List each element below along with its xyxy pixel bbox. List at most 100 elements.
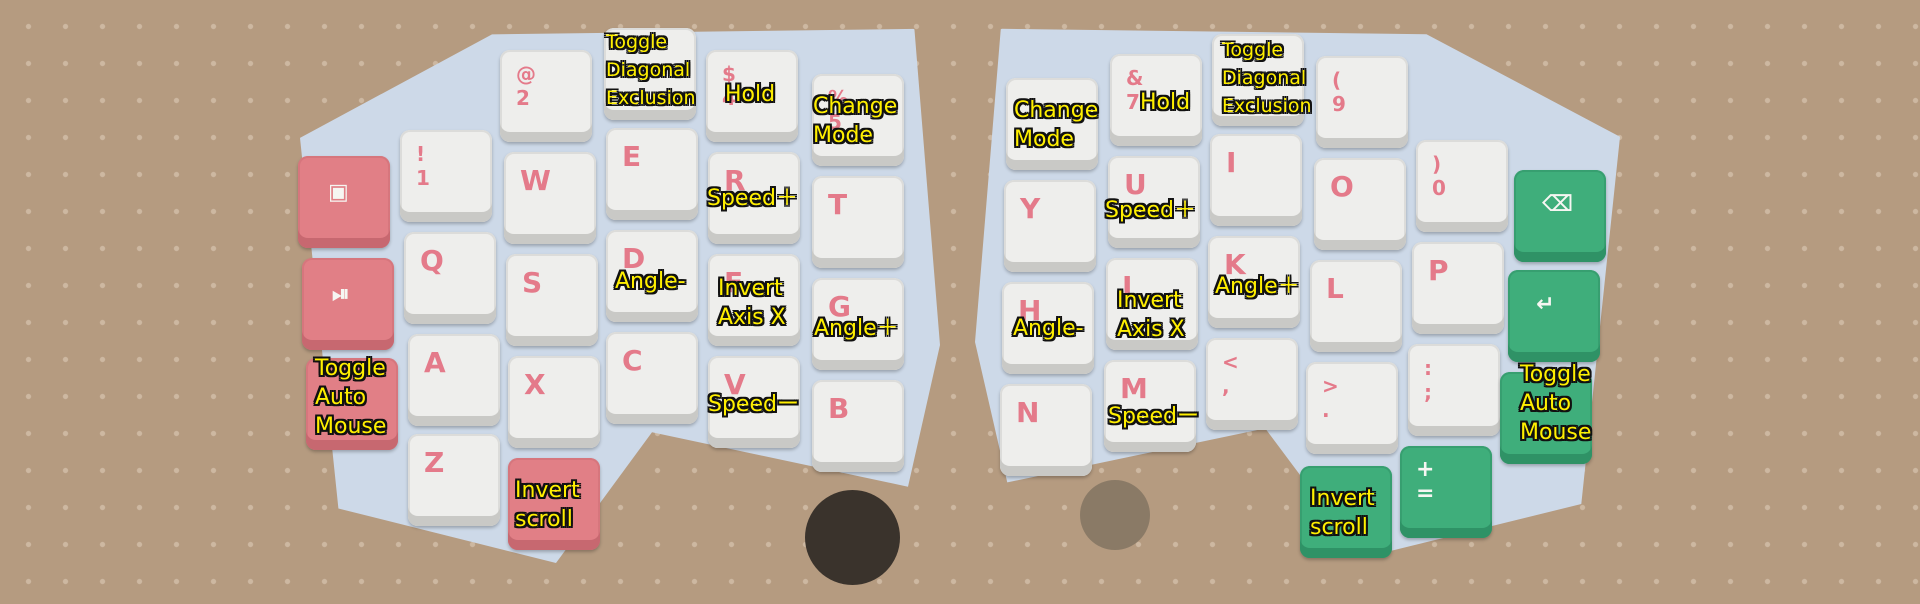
key-legend: $ 4 (722, 62, 736, 110)
key-left-e: E (606, 128, 698, 220)
key-right-comma: < , (1206, 338, 1298, 430)
key-legend: D (622, 242, 646, 275)
key-left-d: D (606, 230, 698, 322)
key-legend: E (622, 140, 642, 173)
key-right-j: J (1106, 258, 1198, 350)
key-legend: ) 0 (1432, 152, 1446, 200)
key-legend: S (522, 266, 543, 299)
key-left-a: A (408, 334, 500, 426)
key-left-5: % 5 (812, 74, 904, 166)
key-left-v: V (708, 356, 800, 448)
key-right-invert-scroll (1300, 466, 1392, 558)
label-change-mode: Change Mode (1014, 98, 1099, 152)
key-legend: ! 1 (416, 142, 430, 190)
key-legend: J (1122, 270, 1133, 303)
key-right-h: H (1002, 282, 1094, 374)
key-left-4: $ 4 (706, 50, 798, 142)
label-toggle-auto-mouse: Toggle Auto Mouse (1520, 362, 1592, 445)
label-speed-minus: Speedー (708, 392, 799, 417)
label-angle-plus: Angle＋ (814, 316, 899, 341)
key-legend: H (1018, 294, 1042, 327)
left-trackball-module (805, 490, 900, 585)
key-right-auto-mouse (1500, 372, 1592, 464)
key-left-f: F (708, 254, 800, 346)
label-invert-scroll: Invert scroll (1310, 486, 1375, 540)
key-legend: > . (1322, 374, 1339, 422)
key-left-auto-mouse (306, 358, 398, 450)
label-angle-minus: Angle- (1013, 316, 1084, 341)
label-speed-minus: Speedー (1108, 404, 1199, 429)
key-legend: % 5 (828, 86, 849, 134)
label-angle-minus: Angle- (615, 269, 686, 294)
key-legend: + = (1416, 457, 1435, 506)
key-legend: Z (424, 446, 445, 479)
key-left-w: W (504, 152, 596, 244)
key-legend: ( 9 (1332, 68, 1346, 116)
label-speed-plus: Speed＋ (1105, 198, 1196, 223)
key-right-equals: + = (1400, 446, 1492, 538)
key-right-6 (1006, 78, 1098, 170)
key-right-i: I (1210, 134, 1302, 226)
key-right-y: Y (1004, 180, 1096, 272)
key-legend: Y (1020, 192, 1041, 225)
key-right-n: N (1000, 384, 1092, 476)
key-legend: I (1226, 146, 1237, 179)
key-left-3 (604, 28, 696, 120)
key-left-1: ! 1 (400, 130, 492, 222)
key-left-media-icon: ⏯ (302, 258, 394, 350)
key-legend: T (828, 188, 848, 221)
label-hold: Hold (1140, 90, 1191, 115)
key-left-s: S (506, 254, 598, 346)
key-right-0: ) 0 (1416, 140, 1508, 232)
key-right-enter: ↵ (1508, 270, 1600, 362)
key-left-mouse-icon: ▣ (298, 156, 390, 248)
key-legend: G (828, 290, 851, 323)
key-legend: M (1120, 372, 1148, 405)
mouse-icon: ▣ (328, 180, 349, 205)
key-legend: U (1124, 168, 1147, 201)
key-right-l: L (1310, 260, 1402, 352)
key-legend: < , (1222, 350, 1239, 398)
key-legend: L (1326, 272, 1344, 305)
key-right-k: K (1208, 236, 1300, 328)
key-right-u: U (1108, 156, 1200, 248)
label-invert-axis-x: Invert Axis X (1117, 288, 1185, 342)
key-legend: P (1428, 254, 1449, 287)
key-legend: B (828, 392, 850, 425)
key-legend: R (724, 164, 746, 197)
key-legend: Q (420, 244, 444, 277)
enter-icon: ↵ (1536, 292, 1555, 317)
key-left-q: Q (404, 232, 496, 324)
key-legend: C (622, 344, 643, 377)
key-left-b: B (812, 380, 904, 472)
key-legend: & 7 (1126, 66, 1144, 114)
backspace-icon: ⌫ (1542, 192, 1574, 217)
label-angle-plus: Angle＋ (1215, 274, 1300, 299)
key-right-period: > . (1306, 362, 1398, 454)
key-legend: @ 2 (516, 62, 536, 110)
key-left-g: G (812, 278, 904, 370)
label-toggle-diagonal-exclusion: Toggle Diagonal Exclusion (606, 31, 696, 109)
key-right-m: M (1104, 360, 1196, 452)
key-right-p: P (1412, 242, 1504, 334)
key-left-r: R (708, 152, 800, 244)
key-right-semicolon: : ; (1408, 344, 1500, 436)
key-left-invert-scroll (508, 458, 600, 550)
key-left-2: @ 2 (500, 50, 592, 142)
key-legend: F (724, 266, 744, 299)
label-invert-scroll: Invert scroll (515, 478, 580, 532)
label-speed-plus: Speed＋ (707, 186, 798, 211)
key-right-9: ( 9 (1316, 56, 1408, 148)
right-electronics (1080, 480, 1150, 550)
key-left-z: Z (408, 434, 500, 526)
key-legend: O (1330, 170, 1354, 203)
label-change-mode: Change Mode (813, 94, 898, 148)
key-legend: X (524, 368, 546, 401)
label-toggle-auto-mouse: Toggle Auto Mouse (315, 356, 387, 439)
key-left-c: C (606, 332, 698, 424)
key-legend: V (724, 368, 746, 401)
key-legend: A (424, 346, 446, 379)
key-legend: K (1224, 248, 1246, 281)
key-legend: N (1016, 396, 1040, 429)
